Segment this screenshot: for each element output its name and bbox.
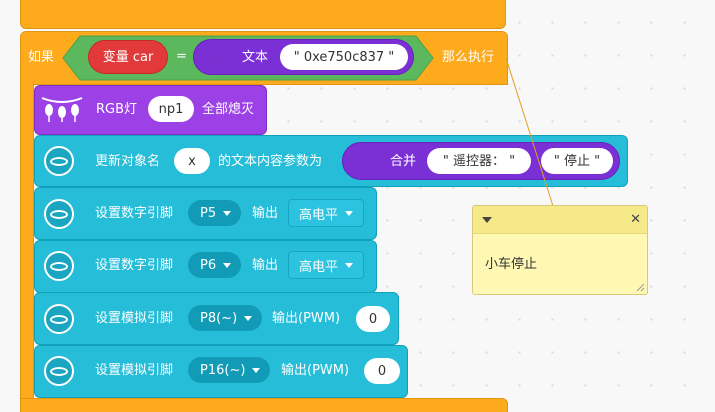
chevron-down-icon bbox=[223, 262, 232, 268]
text-label: 文本 bbox=[242, 50, 269, 65]
output-pwm-label: 输出(PWM) bbox=[281, 363, 350, 378]
level-value: 高电平 bbox=[299, 207, 339, 223]
text-value-field[interactable]: " 0xe750c837 " bbox=[280, 44, 408, 70]
pin-icon bbox=[44, 251, 74, 281]
pin-value: P8(~) bbox=[200, 310, 238, 326]
pin-icon bbox=[44, 356, 74, 386]
chevron-down-icon bbox=[223, 210, 232, 216]
comment-text: 小车停止 bbox=[485, 257, 538, 272]
collapse-icon[interactable] bbox=[482, 217, 492, 223]
digital-label: 设置数字引脚 bbox=[95, 206, 174, 221]
pin-dropdown[interactable]: P8(~) bbox=[188, 305, 263, 331]
output-label: 输出 bbox=[252, 206, 279, 221]
close-icon[interactable]: ✕ bbox=[630, 212, 641, 227]
rgb-strip-icon bbox=[41, 97, 83, 122]
comment-box[interactable]: ✕ 小车停止 bbox=[472, 205, 648, 295]
previous-block-bottom[interactable] bbox=[20, 0, 506, 29]
update-object-field[interactable]: x bbox=[174, 148, 210, 174]
pin-value: P16(~) bbox=[200, 362, 246, 378]
join-label: 合并 bbox=[390, 154, 417, 169]
pin-icon bbox=[44, 199, 74, 229]
chevron-down-icon bbox=[244, 315, 253, 321]
comment-header[interactable]: ✕ bbox=[473, 206, 647, 234]
join-part1-field[interactable]: " 遥控器： " bbox=[427, 148, 531, 174]
analog-label: 设置模拟引脚 bbox=[95, 311, 174, 326]
digital-label: 设置数字引脚 bbox=[95, 258, 174, 273]
level-dropdown[interactable]: 高电平 bbox=[288, 199, 365, 227]
rgb-label: RGB灯 bbox=[96, 102, 138, 117]
output-label: 输出 bbox=[252, 258, 279, 273]
chevron-down-icon bbox=[252, 367, 261, 373]
level-value: 高电平 bbox=[299, 259, 339, 275]
equals-sign: = bbox=[176, 49, 187, 64]
pwm-value-field[interactable]: 0 bbox=[364, 358, 400, 384]
join-part2-field[interactable]: " 停止 " bbox=[541, 148, 613, 174]
pin-value: P5 bbox=[200, 205, 217, 221]
chevron-down-icon bbox=[345, 210, 354, 216]
pin-value: P6 bbox=[200, 257, 217, 273]
then-label: 那么执行 bbox=[442, 50, 495, 65]
if-block-left-arm bbox=[20, 83, 34, 403]
resize-handle-icon[interactable] bbox=[636, 283, 645, 292]
update-label: 更新对象名 bbox=[95, 154, 161, 169]
rgb-action-label: 全部熄灭 bbox=[202, 102, 255, 117]
output-pwm-label: 输出(PWM) bbox=[272, 311, 341, 326]
variable-car-block[interactable]: 变量 car bbox=[88, 40, 168, 74]
pin-dropdown[interactable]: P6 bbox=[188, 252, 242, 278]
pin-icon bbox=[44, 304, 74, 334]
pin-dropdown[interactable]: P5 bbox=[188, 200, 242, 226]
oled-icon bbox=[44, 146, 74, 176]
if-block-bottom[interactable] bbox=[20, 398, 508, 412]
pin-dropdown[interactable]: P16(~) bbox=[188, 357, 271, 383]
variable-label: 变量 car bbox=[102, 49, 154, 65]
level-dropdown[interactable]: 高电平 bbox=[288, 251, 365, 279]
rgb-object-field[interactable]: np1 bbox=[148, 96, 194, 122]
pwm-value-field[interactable]: 0 bbox=[356, 306, 390, 332]
chevron-down-icon bbox=[345, 262, 354, 268]
update-suffix-label: 的文本内容参数为 bbox=[218, 154, 323, 169]
analog-label: 设置模拟引脚 bbox=[95, 363, 174, 378]
if-label: 如果 bbox=[28, 50, 55, 65]
